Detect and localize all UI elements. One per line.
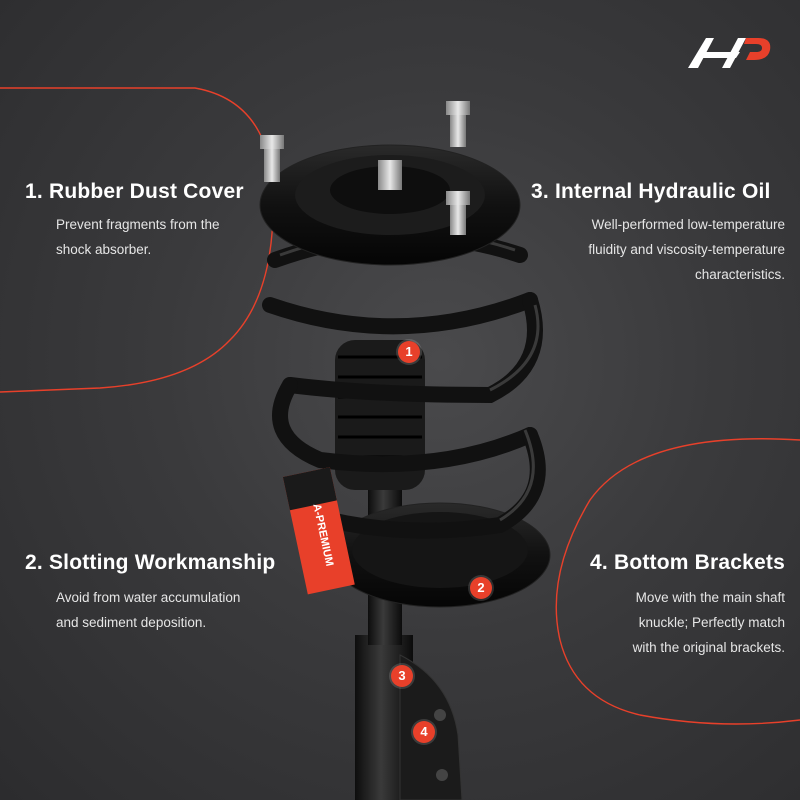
feature-3-desc-line: characteristics. xyxy=(694,267,785,282)
feature-2-description: Avoid from water accumulation and sedime… xyxy=(56,585,296,635)
feature-4-description: Move with the main shaft knuckle; Perfec… xyxy=(560,585,785,660)
marker-1: 1 xyxy=(398,341,420,363)
feature-4-desc-line: Move with the main shaft xyxy=(635,590,785,605)
mount-studs xyxy=(260,101,470,235)
feature-2-desc-line: Avoid from water accumulation xyxy=(56,590,241,605)
marker-2: 2 xyxy=(470,577,492,599)
feature-3-title: 3. Internal Hydraulic Oil xyxy=(531,180,771,203)
feature-3-desc-line: fluidity and viscosity-temperature xyxy=(588,242,785,257)
feature-2-title: 2. Slotting Workmanship xyxy=(25,551,276,574)
feature-4-desc-line: knuckle; Perfectly match xyxy=(638,615,785,630)
arc-top-left xyxy=(0,87,274,393)
feature-1-desc-line: shock absorber. xyxy=(56,242,152,257)
marker-3: 3 xyxy=(391,665,413,687)
feature-3-description: Well-performed low-temperature fluidity … xyxy=(530,212,785,287)
marker-4: 4 xyxy=(413,721,435,743)
feature-4-desc-line: with the original brackets. xyxy=(632,640,785,655)
feature-4-title: 4. Bottom Brackets xyxy=(590,551,785,574)
feature-1-description: Prevent fragments from the shock absorbe… xyxy=(56,212,276,262)
arc-bottom-right xyxy=(555,438,800,725)
feature-1-desc-line: Prevent fragments from the xyxy=(56,217,220,232)
feature-2-desc-line: and sediment deposition. xyxy=(56,615,207,630)
a-premium-logo-icon xyxy=(688,38,771,68)
product-tag: A-PREMIUM xyxy=(282,467,355,595)
feature-3-desc-line: Well-performed low-temperature xyxy=(591,217,785,232)
feature-1-title: 1. Rubber Dust Cover xyxy=(25,180,244,203)
strut-assembly-icon: A-PREMIUM xyxy=(259,101,551,800)
